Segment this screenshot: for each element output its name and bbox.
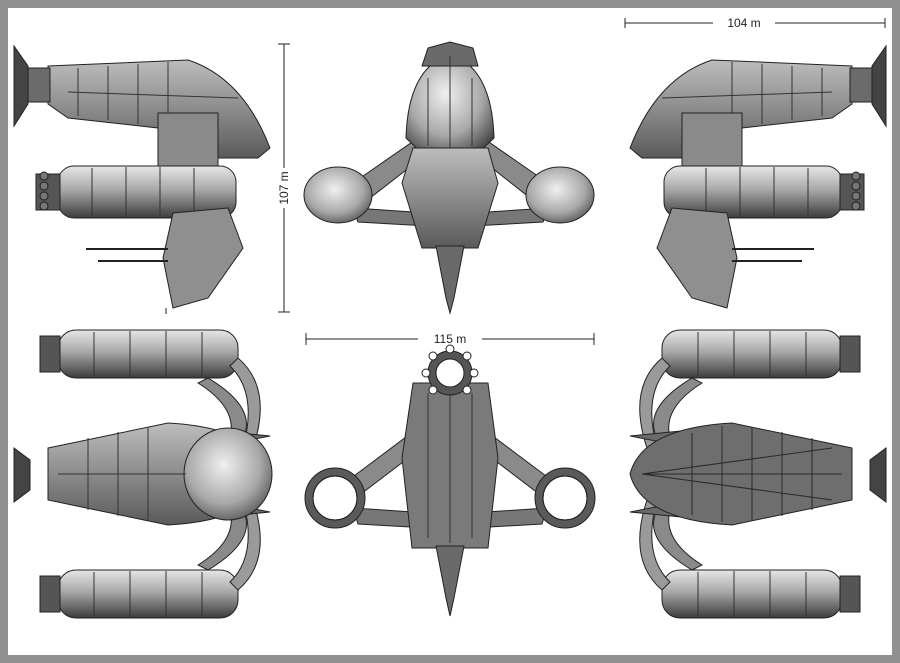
length-dimension: 107 m (277, 43, 291, 313)
ship-orthographic-views: 104 m 107 m 115 m (13, 16, 887, 619)
height-dimension: 104 m (624, 16, 886, 30)
bottom-view (629, 329, 887, 619)
width-label: 115 m (434, 332, 466, 346)
rear-view (304, 344, 596, 617)
blueprint-sheet: 104 m 107 m 115 m (8, 8, 892, 655)
front-view (303, 41, 595, 315)
side-view-left (13, 44, 271, 314)
length-label: 107 m (277, 171, 291, 204)
width-dimension: 115 m (305, 332, 595, 346)
height-label: 104 m (727, 16, 760, 30)
side-view-right (629, 44, 887, 309)
top-view (13, 329, 273, 619)
